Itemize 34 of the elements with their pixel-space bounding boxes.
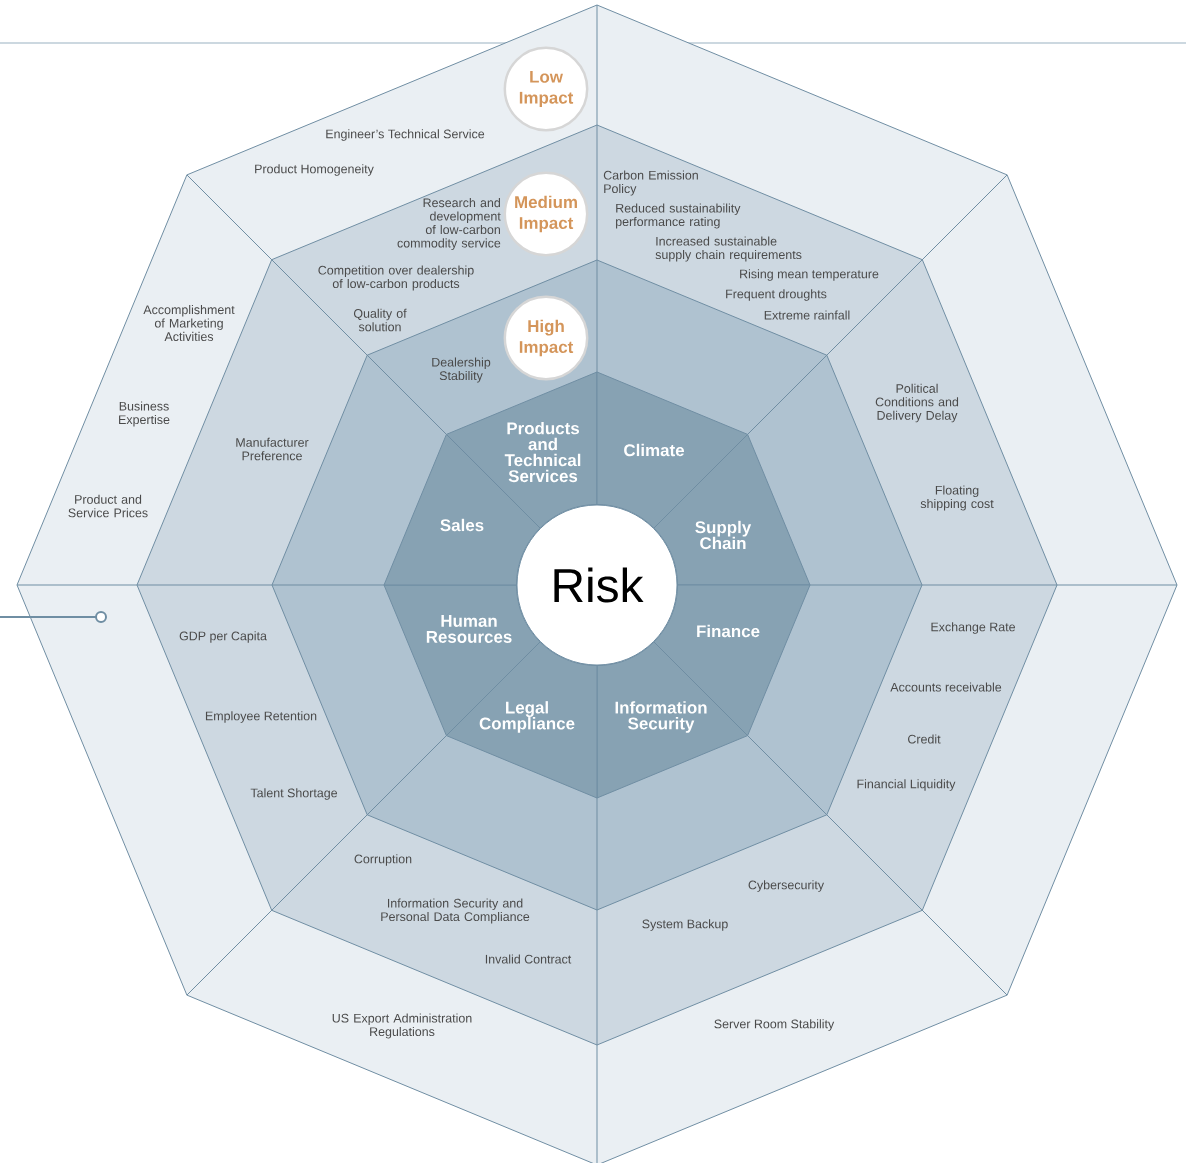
- impact-badge: Medium Impact: [503, 171, 589, 257]
- factor-label: GDP per Capita: [179, 631, 267, 643]
- factor-label: System Backup: [642, 919, 728, 931]
- factor-label: Increased sustainable supply chain requirements: [655, 236, 802, 262]
- factor-label: Rising mean temperature: [740, 269, 879, 281]
- factor-label: Frequent droughts: [726, 289, 827, 301]
- impact-badge: Low Impact: [503, 46, 589, 132]
- sector-segment: Information Security: [596, 641, 749, 799]
- factor-label: Accomplishment of Marketing Activities: [143, 304, 235, 342]
- factor-label: US Export Administration Regulations: [332, 1013, 472, 1039]
- factor-label: Corruption: [354, 854, 412, 866]
- factor-label: Credit: [908, 734, 941, 744]
- factor-label: Cybersecurity: [748, 880, 825, 892]
- factor-label: Reduced sustainability performance rating: [616, 203, 741, 229]
- factor-label: Talent Shortage: [250, 788, 338, 800]
- factor-label: Engineer’s Technical Service: [326, 129, 485, 141]
- factor-label: Invalid Contract: [485, 954, 572, 964]
- factor-label: Product Homogeneity: [255, 164, 374, 176]
- factor-label: Employee Retention: [205, 711, 317, 723]
- factor-label: Quality of solution: [353, 308, 407, 332]
- factor-label: Accounts receivable: [890, 682, 1002, 692]
- factor-label: Political Conditions and Delivery Delay: [875, 383, 959, 423]
- factor-label: Business Expertise: [119, 401, 170, 427]
- factor-label: Floating shipping cost: [920, 485, 994, 511]
- factor-label: Financial Liquidity: [857, 779, 956, 791]
- factor-label: Competition over dealership of low-carbon products: [318, 265, 474, 291]
- factor-label: Exchange Rate: [931, 622, 1015, 634]
- factor-label: Carbon Emission Policy: [603, 170, 698, 196]
- factor-label: Extreme rainfall: [764, 310, 850, 320]
- factor-label: Server Room Stability: [714, 1019, 835, 1031]
- factor-label: Product and Service Prices: [68, 494, 148, 518]
- factor-label: Manufacturer Preference: [236, 437, 309, 461]
- impact-badge: High Impact: [503, 295, 589, 381]
- factor-label: Information Security and Personal Data Compliance: [381, 898, 530, 924]
